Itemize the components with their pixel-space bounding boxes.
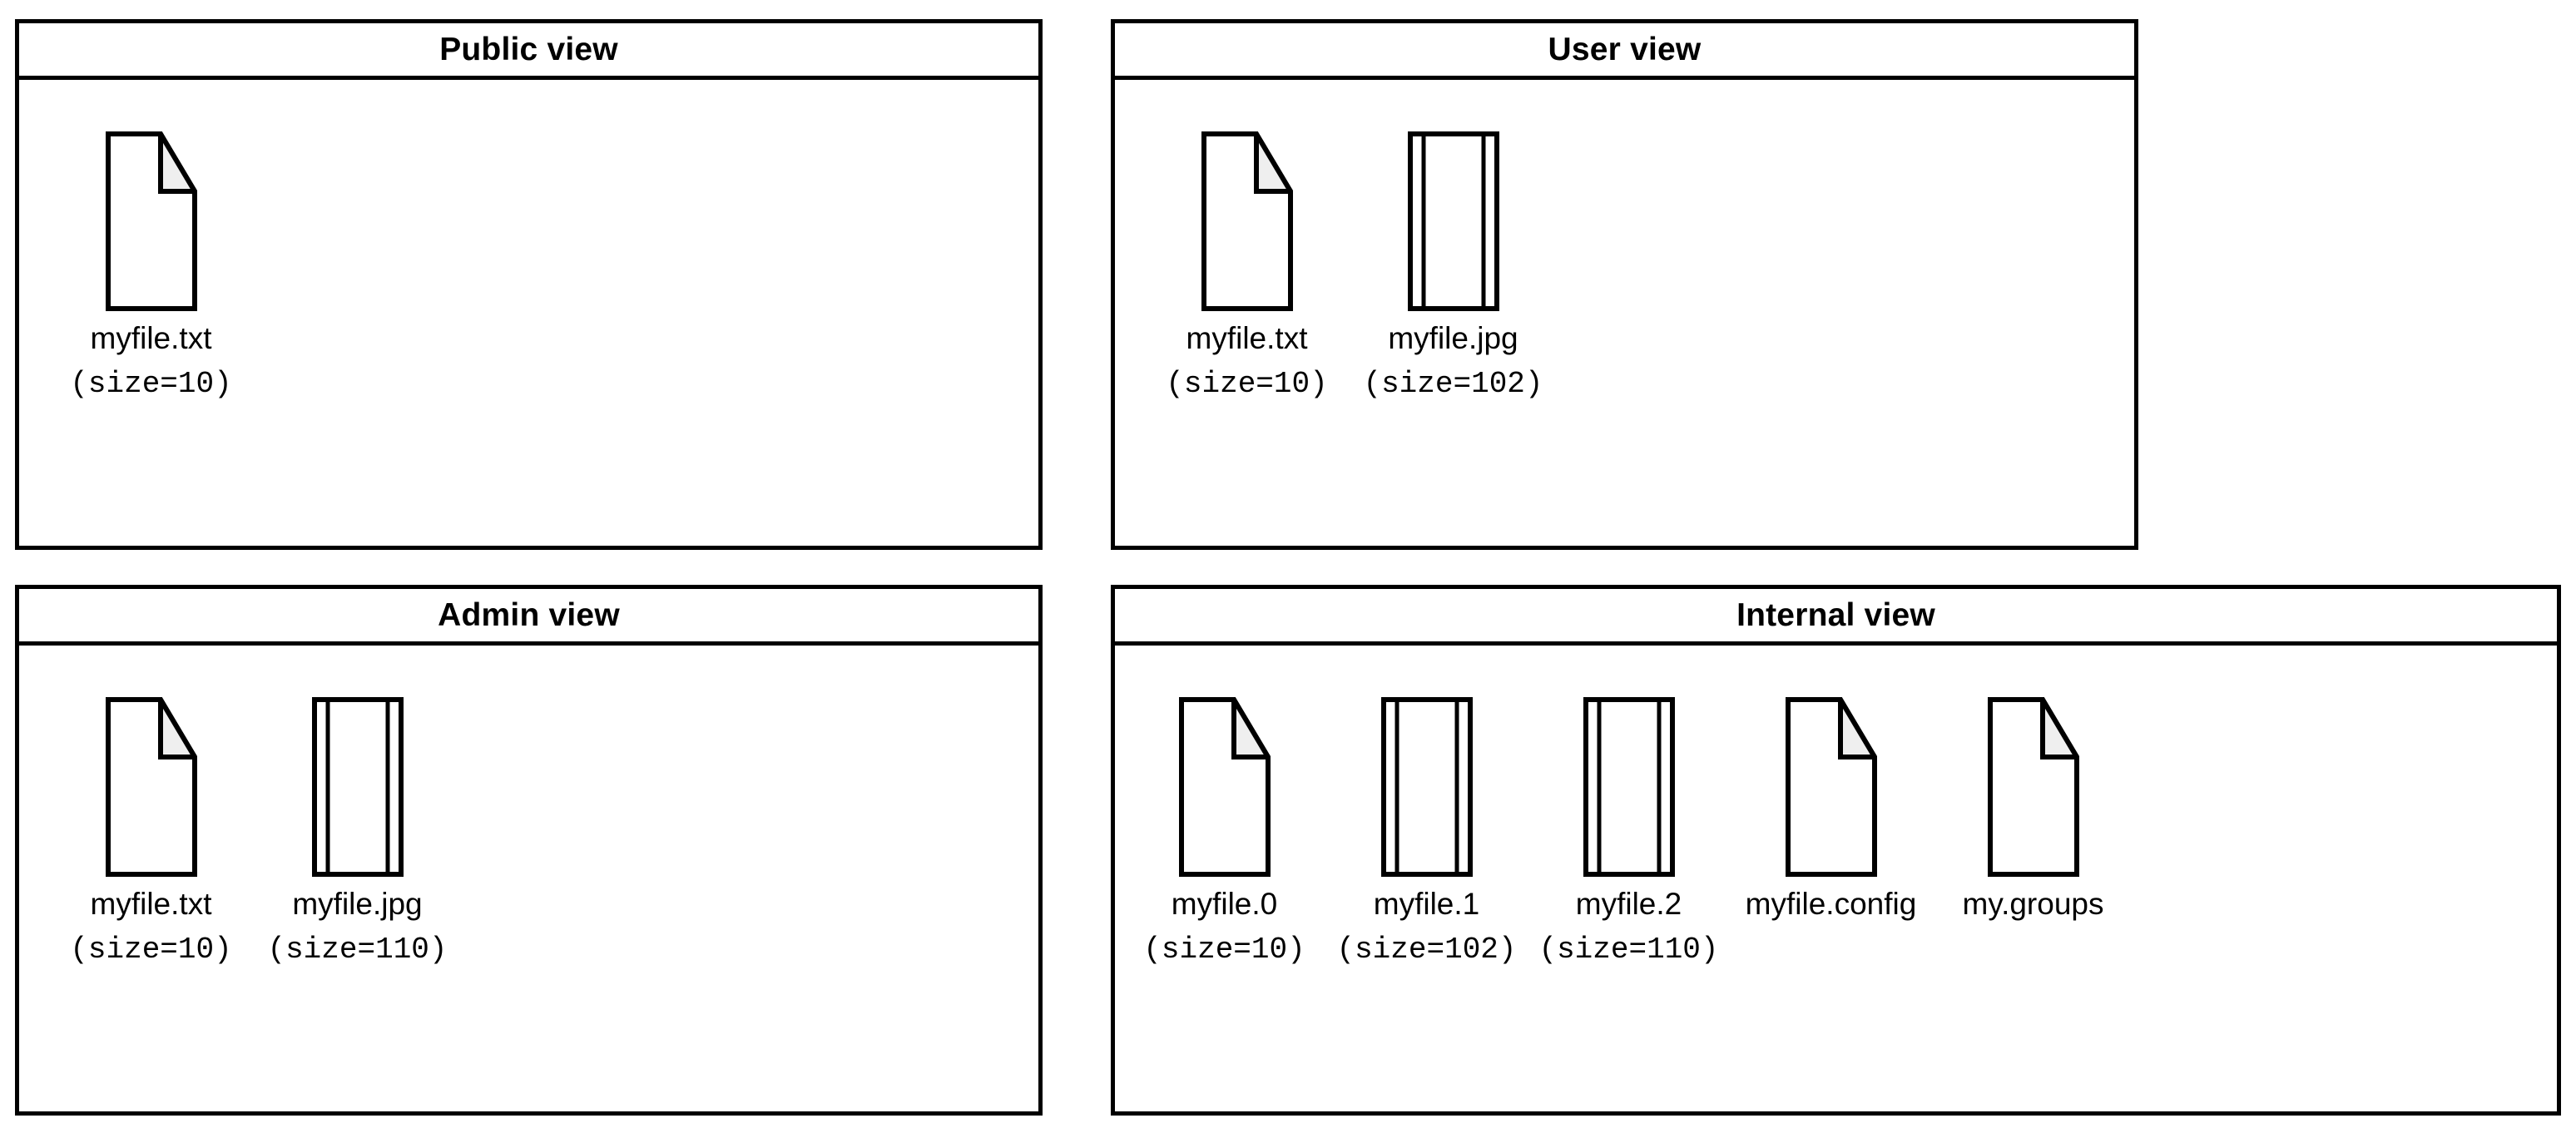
file-size: (size=10) bbox=[1166, 366, 1328, 401]
file-item[interactable]: myfile.txt (size=10) bbox=[50, 131, 252, 400]
file-item[interactable]: myfile.jpg (size=110) bbox=[256, 697, 458, 966]
file-name: myfile.txt bbox=[90, 887, 212, 921]
panel-body-internal-view: myfile.0 (size=10) myfile.1 (size=102) bbox=[1115, 646, 2557, 1111]
panel-title: Internal view bbox=[1736, 597, 1935, 633]
file-item[interactable]: myfile.jpg (size=102) bbox=[1352, 131, 1554, 400]
image-frame-icon bbox=[1407, 131, 1499, 311]
file-size: (size=10) bbox=[70, 366, 232, 401]
image-frame-icon bbox=[1380, 697, 1473, 877]
file-size: (size=110) bbox=[267, 932, 448, 967]
document-folded-corner-icon bbox=[1201, 131, 1293, 311]
panel-public-view: Public view myfile.txt (size=10) bbox=[15, 19, 1043, 550]
panel-header-internal-view: Internal view bbox=[1115, 589, 2557, 646]
file-size: (size=110) bbox=[1538, 932, 1719, 967]
image-frame-icon bbox=[1583, 697, 1675, 877]
file-item[interactable]: myfile.txt (size=10) bbox=[50, 697, 252, 966]
panel-internal-view: Internal view myfile.0 (size=10) bbox=[1111, 585, 2561, 1116]
file-name: myfile.config bbox=[1745, 887, 1917, 921]
panel-admin-view: Admin view myfile.txt (size=10) bbox=[15, 585, 1043, 1116]
file-item[interactable]: myfile.2 (size=110) bbox=[1528, 697, 1730, 966]
document-folded-corner-icon bbox=[105, 697, 197, 877]
panel-title: Public view bbox=[439, 32, 618, 67]
file-item[interactable]: myfile.config bbox=[1730, 697, 1932, 966]
file-item[interactable]: myfile.txt (size=10) bbox=[1146, 131, 1348, 400]
panel-header-user-view: User view bbox=[1115, 23, 2134, 80]
panel-body-user-view: myfile.txt (size=10) myfile.jpg (size=10… bbox=[1115, 80, 2134, 546]
document-folded-corner-icon bbox=[1987, 697, 2079, 877]
panel-body-public-view: myfile.txt (size=10) bbox=[19, 80, 1038, 546]
file-size: (size=102) bbox=[1363, 366, 1543, 401]
file-size: (size=10) bbox=[70, 932, 232, 967]
file-name: myfile.2 bbox=[1575, 887, 1682, 921]
file-name: myfile.jpg bbox=[1388, 321, 1518, 355]
panel-header-admin-view: Admin view bbox=[19, 589, 1038, 646]
panel-header-public-view: Public view bbox=[19, 23, 1038, 80]
file-name: myfile.0 bbox=[1171, 887, 1278, 921]
file-name: myfile.jpg bbox=[292, 887, 423, 921]
image-frame-icon bbox=[311, 697, 404, 877]
document-folded-corner-icon bbox=[105, 131, 197, 311]
panel-title: User view bbox=[1548, 32, 1702, 67]
panel-title: Admin view bbox=[438, 597, 620, 633]
file-item[interactable]: myfile.1 (size=102) bbox=[1325, 697, 1528, 966]
file-name: myfile.1 bbox=[1373, 887, 1480, 921]
file-name: myfile.txt bbox=[1186, 321, 1308, 355]
file-item[interactable]: myfile.0 (size=10) bbox=[1123, 697, 1325, 966]
file-name: myfile.txt bbox=[90, 321, 212, 355]
file-size: (size=102) bbox=[1336, 932, 1517, 967]
panel-body-admin-view: myfile.txt (size=10) myfile.jpg (size=11… bbox=[19, 646, 1038, 1111]
file-item[interactable]: my.groups bbox=[1932, 697, 2134, 966]
panel-user-view: User view myfile.txt (size=10) bbox=[1111, 19, 2138, 550]
file-name: my.groups bbox=[1962, 887, 2104, 921]
file-size: (size=10) bbox=[1143, 932, 1305, 967]
document-folded-corner-icon bbox=[1178, 697, 1271, 877]
document-folded-corner-icon bbox=[1785, 697, 1877, 877]
